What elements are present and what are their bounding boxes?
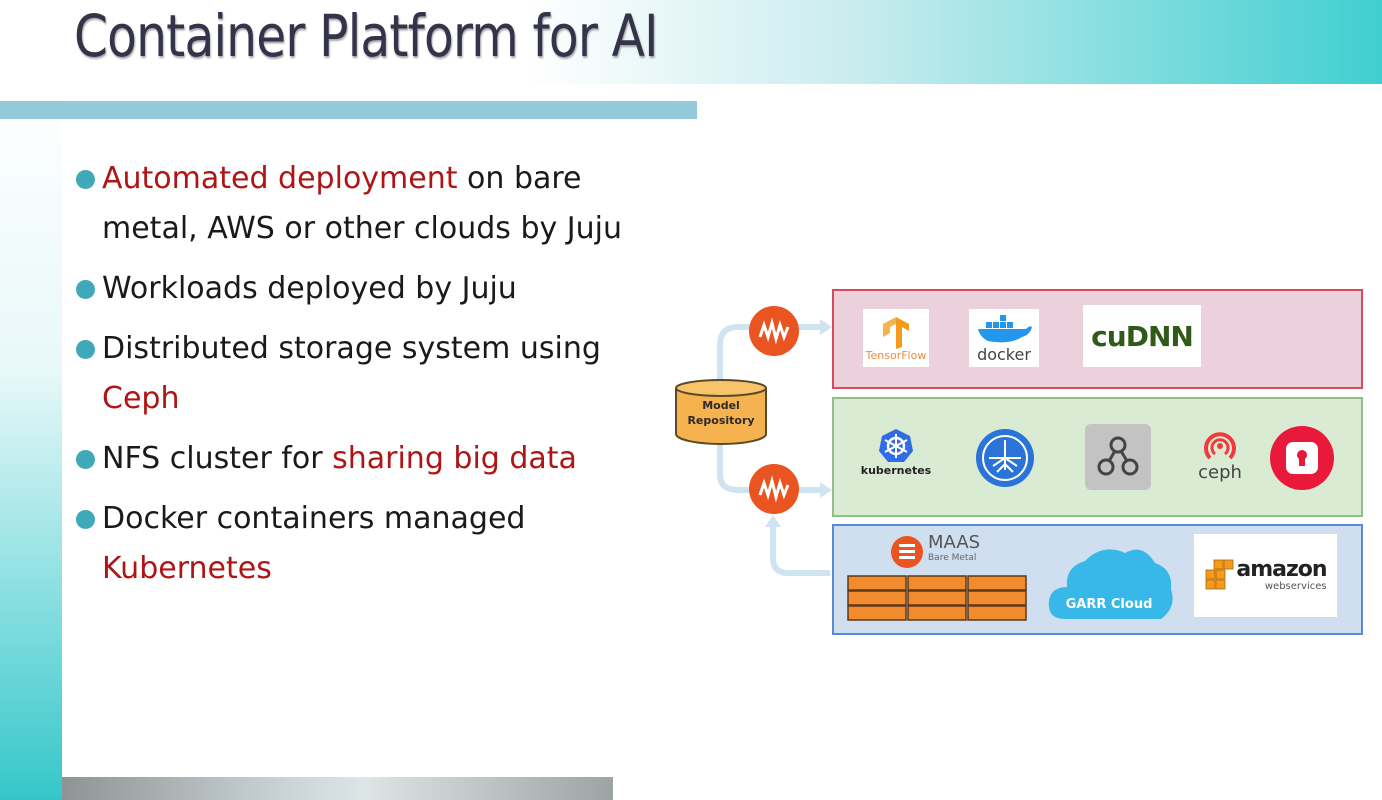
bullet-text: Distributed storage system using	[102, 331, 601, 366]
docker-logo: docker	[969, 309, 1039, 367]
cudnn-logo: cuDNN	[1083, 305, 1201, 367]
tensorflow-logo: TensorFlow	[863, 309, 929, 367]
repository-label: Model Repository	[673, 398, 769, 428]
kubernetes-logo: kubernetes	[856, 428, 936, 488]
bullet-highlight: sharing big data	[332, 441, 577, 476]
docker-label: docker	[977, 344, 1031, 364]
bullet-list: Automated deployment on bare metal, AWS …	[74, 154, 654, 604]
repository-label-line1: Model	[702, 399, 740, 412]
bullet-highlight: Ceph	[102, 381, 180, 416]
aws-logo: amazon webservices	[1194, 534, 1337, 617]
ceph-label: ceph	[1198, 462, 1242, 483]
kubernetes-helm-icon	[879, 429, 913, 462]
bullet-dot-icon	[76, 450, 95, 469]
tensorflow-icon	[883, 316, 909, 349]
maas-label-group: MAAS Bare Metal	[928, 532, 981, 564]
bullet-dot-icon	[76, 510, 95, 529]
bullet-item: Automated deployment on bare metal, AWS …	[74, 154, 654, 254]
database-cylinder-icon	[675, 379, 767, 445]
kubeflow-icon	[976, 429, 1034, 487]
bullet-dot-icon	[76, 170, 95, 189]
kubernetes-label: kubernetes	[860, 464, 932, 477]
header-band	[0, 0, 1382, 84]
repository-label-line2: Repository	[687, 414, 755, 427]
bullet-item: Distributed storage system using Ceph	[74, 324, 654, 424]
bullet-dot-icon	[76, 340, 95, 359]
bullet-item: Workloads deployed by Juju	[74, 264, 654, 314]
architecture-diagram: Model Repository TensorFlow docker cuDNN…	[670, 285, 1370, 640]
footer-bar	[62, 777, 613, 800]
cudnn-label: cuDNN	[1091, 319, 1194, 353]
bullet-text: Workloads deployed by Juju	[102, 271, 517, 306]
bullet-highlight: Automated deployment	[102, 161, 458, 196]
graph-app-logo	[1085, 424, 1151, 490]
title-underline-bar	[0, 101, 697, 119]
juju-icon	[749, 306, 799, 356]
server-rack-icon	[847, 575, 1027, 621]
juju-icon	[749, 464, 799, 514]
bullet-text: NFS cluster for	[102, 441, 333, 476]
cloud-icon	[1048, 549, 1173, 619]
bullet-text: Docker containers managed	[102, 501, 526, 536]
maas-icon	[891, 536, 923, 568]
maas-label: MAAS	[928, 532, 981, 553]
bullet-item: Docker containers managed Kubernetes	[74, 494, 654, 594]
vault-lock-icon	[1270, 426, 1334, 490]
docker-whale-icon	[978, 314, 1032, 342]
graph-nodes-icon	[1097, 436, 1139, 476]
bullet-item: NFS cluster for sharing big data	[74, 434, 654, 484]
tensorflow-label: TensorFlow	[865, 348, 927, 362]
ceph-logo: ceph	[1190, 428, 1250, 488]
aws-wordmark: amazon webservices	[1236, 557, 1327, 593]
left-accent-strip	[0, 84, 62, 800]
slide-title: Container Platform for AI	[74, 2, 659, 70]
aws-sublabel: webservices	[1264, 581, 1327, 592]
garr-cloud-label-wrap: GARR Cloud	[1045, 593, 1173, 612]
ceph-icon	[1204, 432, 1236, 460]
garr-cloud-label: GARR Cloud	[1065, 597, 1153, 612]
maas-sublabel: Bare Metal	[928, 553, 977, 563]
aws-cubes-icon	[1205, 559, 1234, 589]
amazon-label: amazon	[1236, 557, 1327, 582]
connector-arrows	[717, 319, 832, 576]
bullet-dot-icon	[76, 280, 95, 299]
bullet-highlight: Kubernetes	[102, 551, 272, 586]
bullet-text: on bare metal, AWS or other clouds by Ju…	[102, 161, 622, 246]
